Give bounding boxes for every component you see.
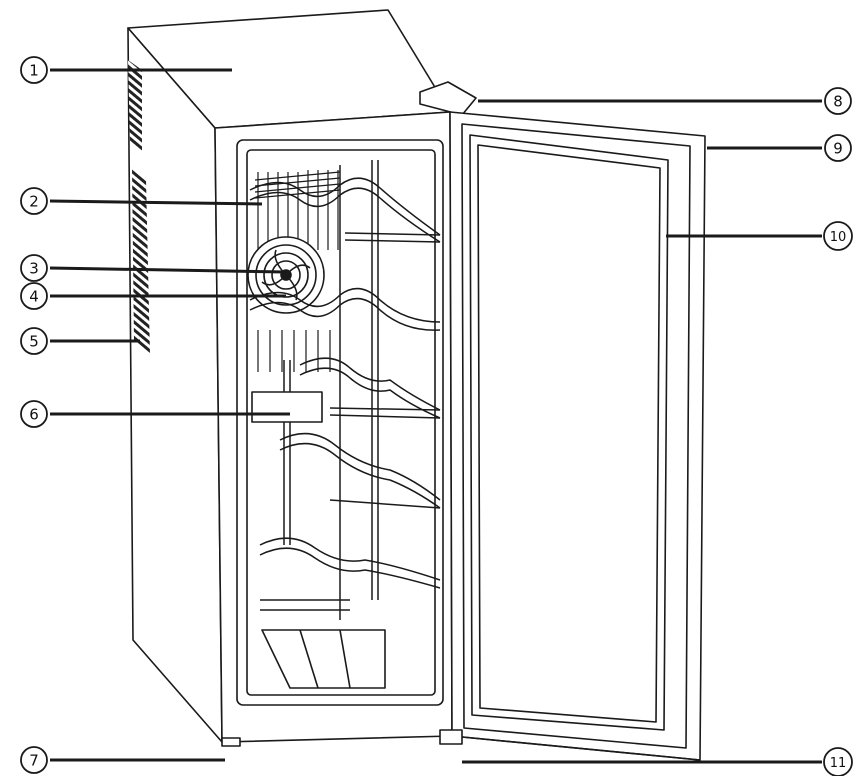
- svg-text:10: 10: [830, 230, 847, 245]
- vent-upper: [128, 60, 142, 152]
- callout-2: 2: [20, 187, 48, 215]
- callout-10: 10: [823, 221, 853, 251]
- cabinet-side-panel: [127, 27, 223, 743]
- svg-text:4: 4: [29, 288, 39, 306]
- callout-5: 5: [20, 327, 48, 355]
- callout-7: 7: [20, 746, 48, 774]
- svg-text:8: 8: [833, 93, 843, 111]
- svg-text:3: 3: [29, 260, 39, 278]
- floor-grille: [261, 629, 386, 689]
- callout-11: 11: [823, 747, 853, 776]
- svg-text:5: 5: [29, 333, 39, 351]
- svg-text:11: 11: [830, 756, 847, 771]
- wine-racks: [249, 160, 441, 620]
- svg-text:7: 7: [29, 752, 39, 770]
- heat-sink-fins: [254, 170, 341, 372]
- svg-text:1: 1: [29, 62, 39, 80]
- callout-8: 8: [824, 87, 852, 115]
- svg-text:9: 9: [833, 140, 843, 158]
- svg-text:6: 6: [29, 406, 39, 424]
- door-hinge-bottom: [439, 729, 463, 745]
- leader-line-3: [49, 266, 287, 274]
- callout-1: 1: [20, 56, 48, 84]
- callout-3: 3: [20, 254, 48, 282]
- leveling-foot-left: [221, 737, 241, 747]
- callout-6: 6: [20, 400, 48, 428]
- callout-4: 4: [20, 282, 48, 310]
- cabinet-interior: [236, 139, 444, 706]
- door-handle: [419, 81, 477, 116]
- interior-light: [251, 391, 323, 423]
- leader-line-2: [49, 199, 263, 206]
- fan: [247, 236, 325, 314]
- callout-9: 9: [824, 134, 852, 162]
- svg-text:2: 2: [29, 193, 39, 211]
- vent-lower: [132, 168, 150, 355]
